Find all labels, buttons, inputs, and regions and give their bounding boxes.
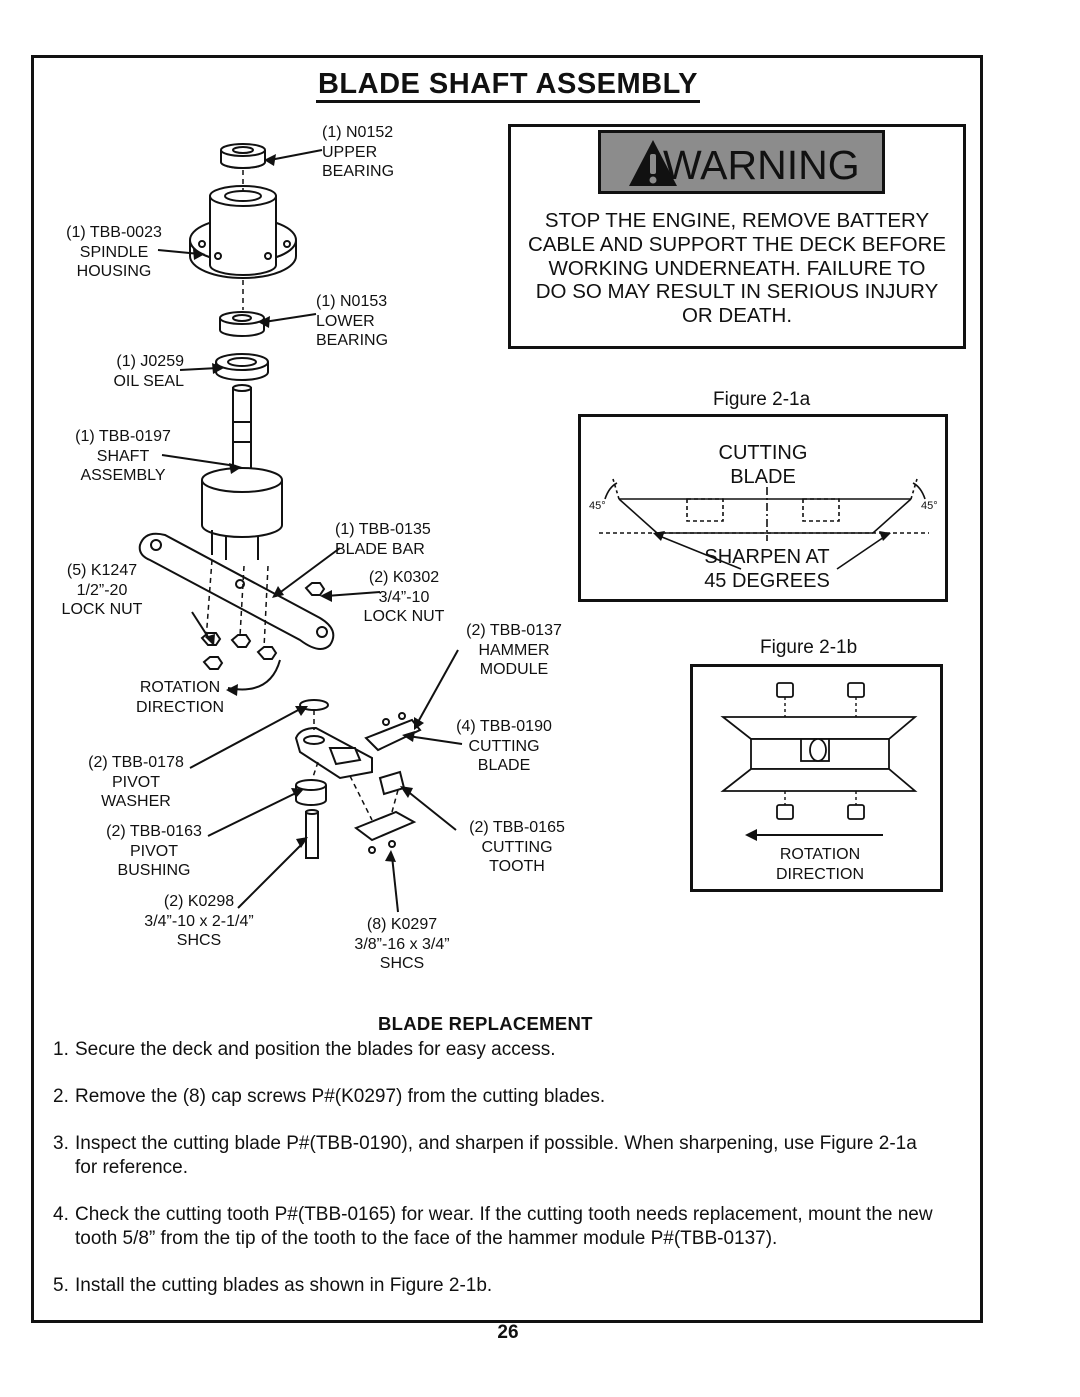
page-number: 26 [497, 1322, 519, 1343]
shaft-part [201, 384, 283, 560]
step-5: 5.Install the cutting blades as shown in… [53, 1275, 493, 1296]
warning-text: STOP THE ENGINE, REMOVE BATTERY CABLE AN… [527, 209, 947, 328]
spindle-housing-part [189, 185, 297, 279]
cutting-blade-profile: 45° 45° [589, 478, 938, 570]
upper-bearing-part [220, 143, 266, 169]
angle-right-label: 45° [921, 500, 938, 512]
shcs-bolt-part [305, 809, 319, 859]
page-title: BLADE SHAFT ASSEMBLY [0, 68, 1016, 103]
hammer-module-part [294, 726, 373, 780]
step-3: 3.Inspect the cutting blade P#(TBB-0190)… [53, 1133, 917, 1178]
warning-triangle-icon [629, 140, 677, 186]
cutting-blade-part [364, 712, 422, 752]
page-frame [31, 55, 983, 1323]
figure-1a-caption: Figure 2-1a [713, 389, 811, 410]
blade-replacement-heading: BLADE REPLACEMENT [378, 1013, 593, 1034]
warning-header: WARNING [598, 130, 885, 194]
lower-bearing-part [219, 311, 265, 337]
angle-left-label: 45° [589, 500, 606, 512]
warning-heading: WARNING [663, 142, 860, 188]
warning-box: WARNING STOP THE ENGINE, REMOVE BATTERY … [508, 124, 966, 349]
step-4: 4.Check the cutting tooth P#(TBB-0165) f… [53, 1204, 933, 1249]
step-2: 2.Remove the (8) cap screws P#(K0297) fr… [53, 1086, 606, 1107]
cutting-tooth-part [353, 770, 417, 854]
figure-1b-caption: Figure 2-1b [760, 637, 858, 658]
pivot-bushing-part [295, 779, 327, 806]
step-1: 1.Secure the deck and position the blade… [53, 1039, 556, 1060]
blade-bar-part [138, 532, 335, 650]
blade-installation-diagram [720, 682, 918, 841]
oil-seal-part [215, 353, 269, 381]
